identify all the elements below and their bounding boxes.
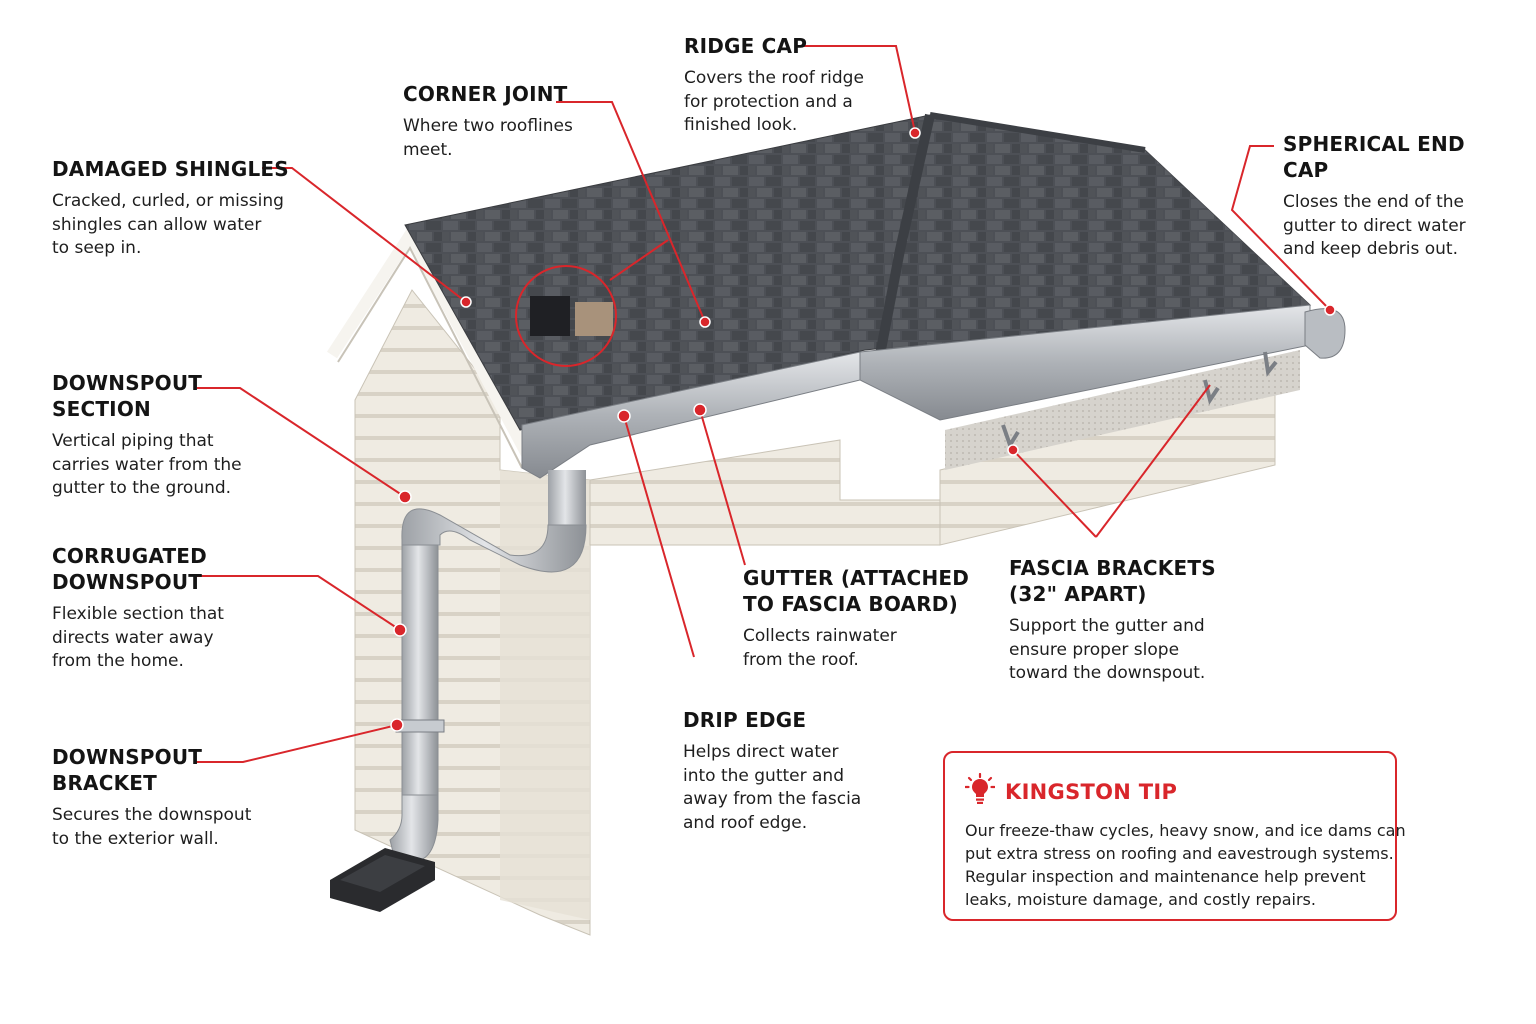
callout-title: DOWNSPOUT BRACKET [52,745,203,795]
callout-spherical-end-cap: SPHERICAL END CAP Closes the end of the … [1283,131,1513,262]
callout-title: DOWNSPOUT SECTION [52,371,203,421]
ridge-cap-line [875,113,935,356]
callout-ridge-cap: RIDGE CAP Covers the roof ridge for prot… [684,33,904,138]
gutter-right [859,304,1311,421]
callout-description: Where two rooflines meet. [403,116,573,160]
callout-downspout-section: DOWNSPOUT SECTION Vertical piping that c… [52,370,282,501]
callout-description: Collects rainwater from the roof. [743,626,897,670]
callout-description: Helps direct water into the gutter and a… [683,742,862,833]
splash-block-top [340,855,425,892]
tip-title: KINGSTON TIP [1005,779,1178,804]
leader-lines [196,45,1331,763]
downspout-vertical [401,544,439,796]
tip-header: KINGSTON TIP [964,772,1178,810]
callout-damaged-shingles: DAMAGED SHINGLES Cracked, curled, or mis… [52,156,312,261]
callout-title: DAMAGED SHINGLES [52,157,289,181]
side-wall [500,470,590,920]
inner-wall [589,439,941,546]
kingston-tip-box: KINGSTON TIP Our freeze-thaw cycles, hea… [943,751,1406,921]
callout-corner-joint: CORNER JOINT Where two rooflines meet. [403,81,603,162]
tip-body: Our freeze-thaw cycles, heavy snow, and … [965,821,1406,909]
callout-downspout-bracket: DOWNSPOUT BRACKET Secures the downspout … [52,744,282,851]
ridge-top [929,112,1146,153]
lightbulb-icon [964,772,996,810]
callout-title: GUTTER (ATTACHED TO FASCIA BOARD) [743,566,970,616]
leader-dots [390,127,1336,732]
callout-title: CORNER JOINT [403,82,568,106]
callout-corrugated-downspout: CORRUGATED DOWNSPOUT Flexible section th… [52,543,282,674]
callout-drip-edge: DRIP EDGE Helps direct water into the gu… [683,707,903,835]
callout-gutter: GUTTER (ATTACHED TO FASCIA BOARD) Collec… [743,565,983,672]
missing-shingle [530,296,570,336]
callout-title: CORRUGATED DOWNSPOUT [52,544,207,594]
callout-title: RIDGE CAP [684,34,808,58]
callout-description: Vertical piping that carries water from … [52,431,242,498]
exposed-underlayment [575,302,613,336]
callout-description: Covers the roof ridge for protection and… [684,68,864,135]
callout-fascia-brackets: FASCIA BRACKETS (32" APART) Support the … [1009,555,1249,686]
fascia-brackets [1001,351,1278,450]
callout-description: Secures the downspout to the exterior wa… [52,805,252,849]
gable-trim [326,223,536,463]
downspout-top [548,470,586,530]
callout-title: FASCIA BRACKETS (32" APART) [1009,556,1216,606]
callout-description: Flexible section that directs water away… [52,604,224,671]
callout-title: DRIP EDGE [683,708,807,732]
end-cap [1304,308,1346,359]
soffit [945,350,1300,470]
gable-trim-shadow [337,245,523,469]
corrugated-elbow [401,508,587,573]
callout-description: Support the gutter and ensure proper slo… [1009,616,1206,683]
callout-title: SPHERICAL END CAP [1283,132,1465,182]
callout-description: Cracked, curled, or missing shingles can… [52,191,284,258]
callout-description: Closes the end of the gutter to direct w… [1283,192,1466,259]
